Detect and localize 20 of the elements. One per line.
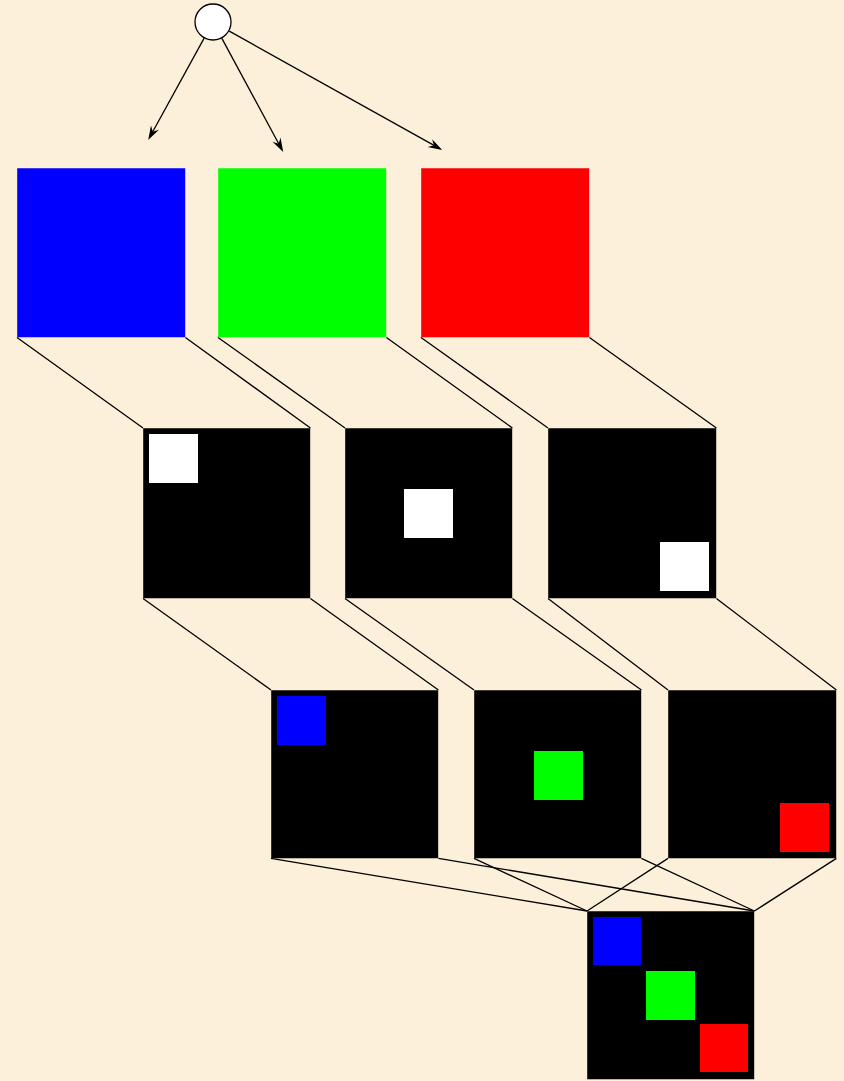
result-tile	[474, 690, 642, 859]
mask-tile	[548, 428, 717, 599]
combined-tile	[587, 911, 755, 1080]
projection-lines	[344, 597, 643, 691]
mask-tile	[345, 428, 513, 599]
mask-tile	[143, 428, 311, 599]
color-tile	[218, 168, 387, 338]
projection-lines	[16, 336, 312, 429]
color-tile	[421, 168, 590, 338]
node-circle	[194, 3, 232, 41]
color-tile	[17, 168, 186, 338]
result-tile	[668, 690, 837, 859]
projection-lines	[270, 857, 756, 912]
projection-lines	[142, 597, 440, 691]
projection-lines	[217, 336, 514, 429]
result-tile	[271, 690, 439, 859]
projection-lines	[547, 597, 838, 691]
projection-lines	[586, 857, 838, 912]
projection-lines	[420, 336, 718, 429]
projection-lines	[473, 857, 756, 912]
